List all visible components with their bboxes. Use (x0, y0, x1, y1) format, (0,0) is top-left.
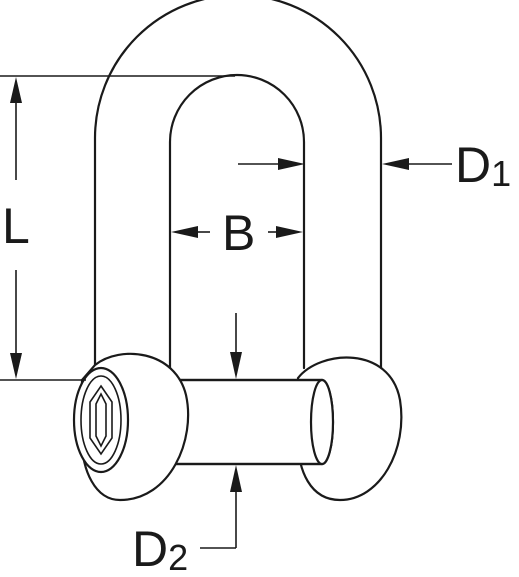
dim-l-arrow-top (10, 77, 22, 103)
dim-label-l: L (2, 198, 30, 254)
dim-d1-arrow-left (278, 158, 305, 170)
hex-socket-icon (89, 384, 113, 456)
dim-d2-arrow-top (230, 352, 242, 379)
dim-b-arrow-right (276, 226, 303, 238)
dim-label-d1-sub: 1 (491, 153, 511, 194)
dim-label-d2-letter: D (132, 521, 168, 577)
dim-d1-arrow-right (382, 158, 409, 170)
dim-label-d1-letter: D (455, 137, 491, 193)
hex-socket-inner (95, 392, 107, 448)
dim-label-d2: D2 (132, 521, 188, 577)
pin-end-cap (309, 378, 335, 466)
pin-head-inner (80, 375, 122, 465)
pin-body (168, 378, 324, 466)
dim-label-d1: D1 (455, 137, 511, 194)
dim-b-arrow-left (171, 226, 198, 238)
dim-label-b: B (222, 205, 255, 261)
dim-label-d2-sub: 2 (168, 537, 188, 577)
bow-outer (93, 0, 383, 374)
dim-l-arrow-bottom (10, 353, 22, 379)
bow-inner (168, 73, 306, 374)
pin-head (72, 366, 130, 474)
dim-d2-arrow-bottom (230, 465, 242, 492)
